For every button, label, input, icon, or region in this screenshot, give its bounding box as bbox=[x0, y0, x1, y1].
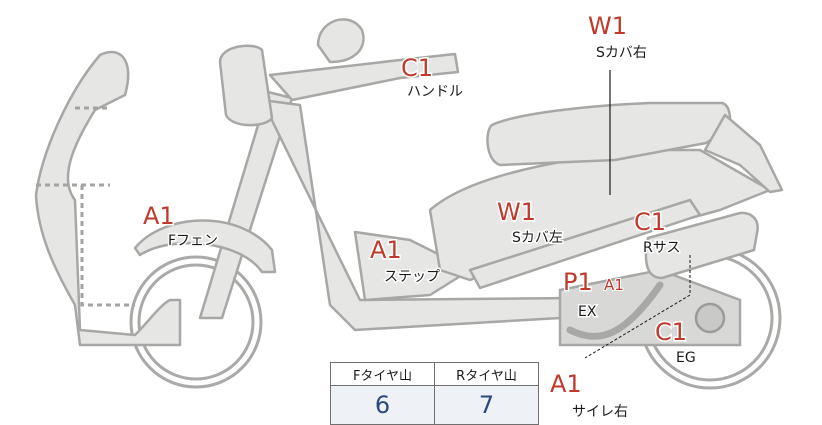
label-front-fender: Fフェン bbox=[168, 233, 218, 249]
label-side-cover-left: Sカバ左 bbox=[512, 230, 563, 246]
front-tire-header: Fタイヤ山 bbox=[330, 362, 435, 386]
rear-shock bbox=[644, 211, 759, 280]
front-wheel bbox=[129, 255, 263, 389]
seat bbox=[486, 101, 732, 167]
code-front-fender: A1 bbox=[143, 202, 175, 230]
leader-muffler bbox=[584, 294, 691, 359]
tail-cowl bbox=[703, 113, 784, 194]
code2-exhaust: A1 bbox=[604, 276, 624, 294]
front-fender bbox=[133, 219, 277, 274]
annotation-side-cover-left: W1 Sカバ左 bbox=[496, 197, 565, 248]
front-tire-value: 6 bbox=[330, 385, 435, 425]
floor-step bbox=[353, 230, 472, 302]
engine-block bbox=[558, 268, 742, 347]
cowl-seam bbox=[36, 106, 135, 307]
label-handle: ハンドル bbox=[407, 84, 463, 100]
rear-tire-value: 7 bbox=[434, 385, 539, 425]
label-step: ステップ bbox=[384, 269, 440, 285]
headlight bbox=[218, 44, 274, 127]
label-engine: EG bbox=[676, 350, 696, 366]
code-side-cover-left: W1 bbox=[497, 198, 536, 226]
rear-tire-header: Rタイヤ山 bbox=[434, 362, 539, 386]
rear-rail bbox=[468, 198, 702, 290]
code-muffler-right: A1 bbox=[550, 370, 582, 398]
code-side-cover-right: W1 bbox=[588, 12, 627, 40]
code-handle: C1 bbox=[401, 54, 433, 82]
annotation-engine: C1 EG bbox=[654, 317, 698, 368]
steering-column bbox=[260, 98, 577, 332]
annotation-handle: C1 ハンドル bbox=[400, 53, 465, 102]
label-muffler-right: サイレ右 bbox=[572, 404, 628, 420]
handlebar bbox=[268, 52, 460, 102]
tire-table-value-row: 6 7 bbox=[330, 385, 539, 425]
code-engine: C1 bbox=[655, 318, 687, 346]
label-rear-suspension: Rサス bbox=[643, 240, 680, 256]
annotation-step: A1 ステップ bbox=[369, 235, 442, 287]
label-exhaust: EX bbox=[578, 304, 597, 320]
tire-depth-table: Fタイヤ山 Rタイヤ山 6 7 bbox=[330, 362, 539, 425]
annotation-rear-suspension: C1 Rサス bbox=[633, 207, 682, 258]
annotation-front-fender: A1 Fフェン bbox=[142, 201, 220, 251]
tire-table-header-row: Fタイヤ山 Rタイヤ山 bbox=[330, 362, 539, 386]
mirror bbox=[316, 18, 365, 64]
code-rear-suspension: C1 bbox=[634, 208, 666, 236]
annotation-exhaust: P1 A1 EX bbox=[562, 267, 625, 322]
label-side-cover-right: Sカバ右 bbox=[596, 45, 647, 61]
rear-hub bbox=[694, 302, 726, 334]
annotation-side-cover-right: W1 Sカバ右 bbox=[587, 11, 649, 63]
exhaust-pipe bbox=[566, 281, 664, 340]
annotation-muffler-right: A1 サイレ右 bbox=[549, 369, 630, 422]
front-cowl bbox=[34, 50, 182, 347]
code-exhaust: P1 bbox=[563, 268, 593, 296]
code-step: A1 bbox=[370, 236, 402, 264]
